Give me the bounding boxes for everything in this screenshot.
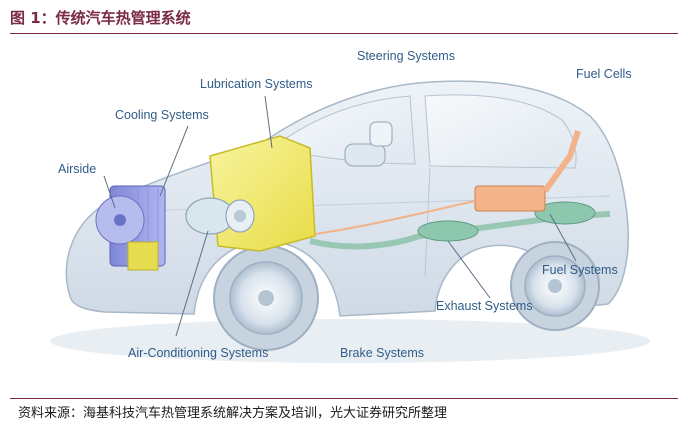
- fuel-line: [314, 200, 476, 235]
- door-line: [424, 167, 431, 277]
- engine: [209, 135, 316, 252]
- label-exhaust-systems: Exhaust Systems: [436, 299, 533, 313]
- rear-wheel: [510, 241, 600, 331]
- figure-title: 图 1：传统汽车热管理系统: [10, 9, 191, 27]
- car-thermal-illustration: Steering Systems Fuel Cells Lubrication …: [50, 49, 650, 363]
- label-fuel-cells: Fuel Cells: [576, 67, 632, 81]
- ground-shadow: [50, 319, 650, 363]
- fuel-tank: [474, 185, 546, 212]
- ac-compressor: [185, 197, 255, 235]
- label-airside: Airside: [58, 162, 96, 176]
- source-divider: [10, 398, 678, 399]
- catalytic-converter: [417, 220, 479, 242]
- air-intake: [344, 121, 393, 167]
- label-brake-systems: Brake Systems: [340, 346, 424, 360]
- label-steering-systems: Steering Systems: [357, 49, 455, 63]
- side-window: [424, 94, 577, 169]
- figure-source: 资料来源：海基科技汽车热管理系统解决方案及培训，光大证券研究所整理: [18, 406, 448, 421]
- pointer-lines: [103, 95, 577, 337]
- intercooler: [127, 241, 159, 271]
- fan: [95, 195, 145, 245]
- muffler: [534, 201, 596, 225]
- exhaust-pipe: [309, 211, 611, 250]
- label-air-conditioning-systems: Air-Conditioning Systems: [128, 346, 268, 360]
- label-fuel-systems: Fuel Systems: [542, 263, 618, 277]
- label-cooling-systems: Cooling Systems: [115, 108, 209, 122]
- label-lubrication-systems: Lubrication Systems: [200, 77, 313, 91]
- title-divider: [10, 33, 678, 34]
- front-wheel: [213, 245, 319, 351]
- fuel-filler-pipe: [542, 130, 581, 193]
